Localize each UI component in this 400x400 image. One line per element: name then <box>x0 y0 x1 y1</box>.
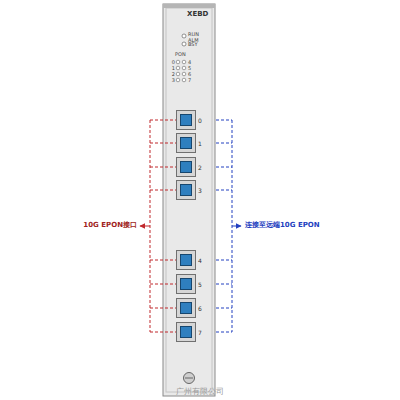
sc-port: 0 <box>176 110 196 130</box>
led-number: 3 <box>172 78 175 83</box>
interface-label: 10G EPON接口 <box>83 222 137 229</box>
port-number: 4 <box>198 258 202 264</box>
board-inner-frame <box>166 8 212 392</box>
sc-port: 6 <box>176 298 196 318</box>
port-connector <box>180 254 192 266</box>
sc-port: 4 <box>176 250 196 270</box>
sc-port: 7 <box>176 322 196 342</box>
port-number: 1 <box>198 141 202 147</box>
led-number: 1 <box>172 66 175 71</box>
port-connector <box>180 137 192 149</box>
port-number: 6 <box>198 306 202 312</box>
led-number: 4 <box>188 60 191 65</box>
port-bracket-right <box>216 120 241 332</box>
port-connector <box>180 184 192 196</box>
sc-port: 2 <box>176 157 196 177</box>
port-number: 5 <box>198 282 202 288</box>
port-number: 2 <box>198 165 202 171</box>
connection-label: 连接至远端10G EPON <box>245 222 320 229</box>
led-number: 6 <box>188 72 191 77</box>
port-bracket-left <box>140 120 176 332</box>
led-number: 7 <box>188 78 191 83</box>
led-group-label: PON <box>175 52 186 57</box>
pon-leds <box>176 60 186 82</box>
port-number: 3 <box>198 188 202 194</box>
port-connector <box>180 114 192 126</box>
port-connector <box>180 302 192 314</box>
port-connector <box>180 161 192 173</box>
sc-port: 3 <box>176 180 196 200</box>
screw-slot <box>185 378 193 379</box>
board-screw <box>184 373 195 384</box>
board-name: XEBD <box>187 11 208 18</box>
sc-port: 5 <box>176 274 196 294</box>
led-label: RUN <box>188 32 199 37</box>
port-connector <box>180 326 192 338</box>
watermark: 广州有限公司 <box>176 388 224 396</box>
led-number: 2 <box>172 72 175 77</box>
port-number: 0 <box>198 118 202 124</box>
port-connector <box>180 278 192 290</box>
led <box>182 34 186 38</box>
led-number: 0 <box>172 60 175 65</box>
port-number: 7 <box>198 330 202 336</box>
board-face <box>163 4 215 396</box>
led <box>182 42 186 46</box>
led-number: 5 <box>188 66 191 71</box>
board-top-latch <box>163 4 215 8</box>
sc-port: 1 <box>176 133 196 153</box>
led-label: BSY <box>188 42 198 47</box>
